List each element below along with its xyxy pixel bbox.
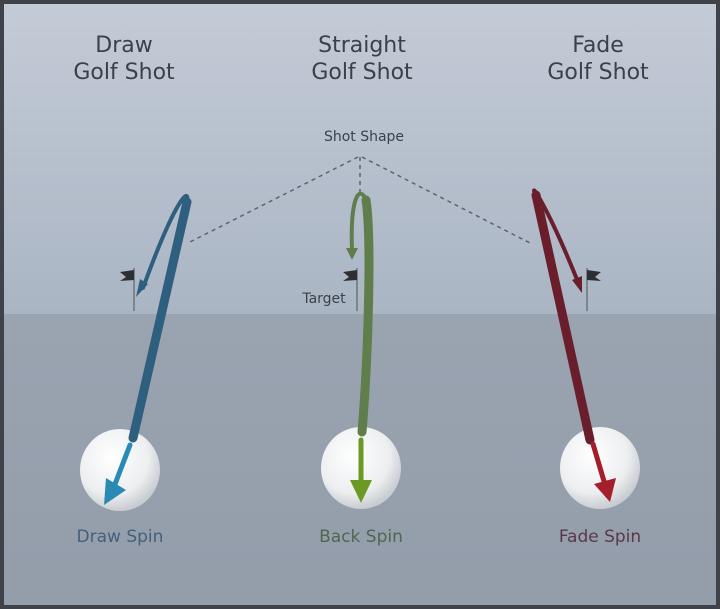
fade-flight-path xyxy=(531,190,595,445)
straight-spin-arrowhead-icon xyxy=(350,480,372,503)
shot-shape-label: Shot Shape xyxy=(323,129,405,145)
fade-arrowhead-icon xyxy=(572,276,582,293)
flag-icon-fade xyxy=(586,268,601,311)
back-spin-label: Back Spin xyxy=(319,527,403,547)
diagram-graphics xyxy=(80,156,640,511)
pointer-line-draw xyxy=(187,156,359,244)
target-label: Target xyxy=(302,291,346,307)
fade-descent-path xyxy=(532,188,580,284)
straight-flight-path xyxy=(357,195,374,437)
draw-flight-path xyxy=(128,197,192,443)
pointer-line-fade xyxy=(361,156,531,244)
draw-spin-arrowhead-icon xyxy=(104,478,126,505)
straight-descent-path xyxy=(349,191,368,252)
fade-spin-arrowhead-icon xyxy=(594,478,616,502)
draw-arrowhead-icon xyxy=(136,279,148,297)
fade-spin-arrow xyxy=(590,441,609,491)
straight-arrowhead-icon xyxy=(346,248,358,260)
shot-shape-pointer-lines xyxy=(187,156,531,244)
draw-spin-label: Draw Spin xyxy=(76,527,164,547)
flag-icon-straight xyxy=(343,268,358,311)
draw-descent-path xyxy=(141,193,190,290)
flag-icon-draw xyxy=(120,268,135,311)
fade-spin-label: Fade Spin xyxy=(558,527,642,547)
